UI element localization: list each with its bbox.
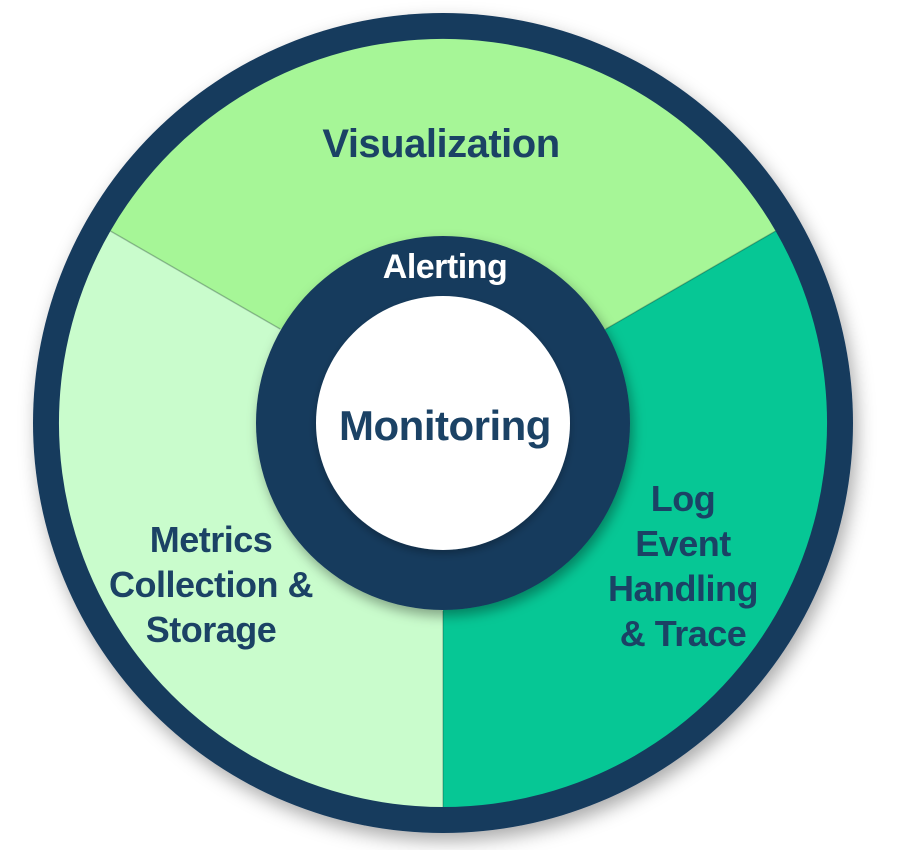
label-log-line-3: Handling (608, 568, 758, 609)
label-monitoring: Monitoring (339, 402, 551, 449)
segment-dividers (110, 230, 776, 807)
center-circle (316, 296, 570, 550)
label-visualization: Visualization (322, 122, 559, 166)
label-metrics-line-2: Collection & (109, 564, 313, 605)
label-log-line-4: & Trace (620, 613, 747, 654)
label-metrics-line-3: Storage (146, 609, 277, 650)
segment-visualization (110, 38, 776, 423)
label-metrics-line-1: Metrics (150, 519, 273, 560)
label-log-event-handling-trace: Log Event Handling & Trace (608, 478, 758, 654)
label-metrics-collection-storage: Metrics Collection & Storage (109, 519, 314, 650)
label-log-line-1: Log (651, 478, 715, 519)
label-alerting: Alerting (383, 248, 507, 286)
label-log-line-2: Event (635, 523, 731, 564)
